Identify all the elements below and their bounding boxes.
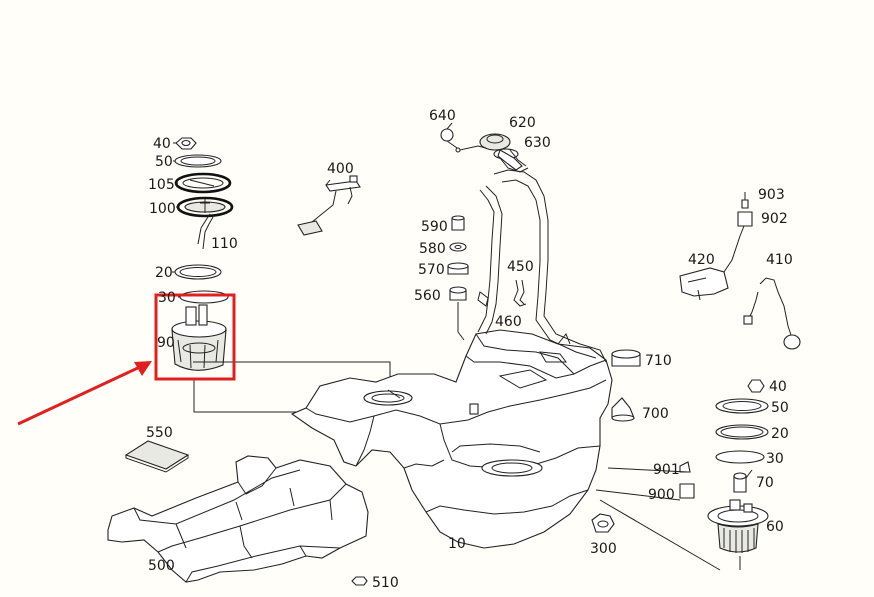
part-620-cap: [479, 133, 511, 151]
label-710: 710: [645, 353, 672, 369]
label-50-right: 50: [771, 400, 789, 416]
label-300: 300: [590, 541, 617, 557]
label-550: 550: [146, 425, 173, 441]
label-700: 700: [642, 406, 669, 422]
part-40-nut-right: [747, 379, 765, 393]
part-700-mount: [611, 397, 635, 422]
part-450-hose: [513, 279, 527, 307]
part-50-ring-right: [715, 398, 769, 414]
part-640-cap-holder: [440, 128, 487, 153]
label-510: 510: [372, 575, 399, 591]
part-40-nut: [175, 137, 197, 150]
label-901: 901: [653, 462, 680, 478]
label-90: 90: [157, 335, 175, 351]
part-70-valve: [733, 469, 753, 493]
part-10-fuel-tank: [290, 329, 613, 549]
part-filler-neck: [477, 148, 607, 363]
label-20-right: 20: [771, 426, 789, 442]
part-110-hose: [197, 213, 214, 250]
label-590: 590: [421, 219, 448, 235]
arrow-pointer-icon: [17, 361, 152, 426]
label-100: 100: [149, 201, 176, 217]
label-420: 420: [688, 252, 715, 268]
label-400: 400: [327, 161, 354, 177]
label-500: 500: [148, 558, 175, 574]
label-40: 40: [153, 136, 171, 152]
label-30-right: 30: [766, 451, 784, 467]
label-50: 50: [155, 154, 173, 170]
part-580-washer: [449, 242, 467, 252]
label-30: 30: [158, 290, 176, 306]
highlight-box: [154, 293, 236, 381]
part-30-ring-right: [715, 450, 765, 464]
label-570: 570: [418, 262, 445, 278]
label-580: 580: [419, 241, 446, 257]
label-902: 902: [761, 211, 788, 227]
part-20-gasket: [174, 264, 222, 280]
label-640: 640: [429, 108, 456, 124]
part-420-sensor: [679, 225, 745, 301]
label-630: 630: [524, 135, 551, 151]
label-60: 60: [766, 519, 784, 535]
part-901-clip: [679, 461, 691, 473]
label-20: 20: [155, 265, 173, 281]
label-450: 450: [507, 259, 534, 275]
label-900: 900: [648, 487, 675, 503]
part-500-heat-shield: [107, 455, 369, 583]
part-60-sender-unit: [707, 499, 769, 553]
part-900-connector: [679, 483, 695, 499]
part-30-ring: [179, 290, 229, 304]
label-560: 560: [414, 288, 441, 304]
label-410: 410: [766, 252, 793, 268]
part-902-connector: [737, 211, 753, 227]
part-410-sensor: [743, 277, 801, 350]
part-550-plate: [124, 440, 190, 473]
part-570-bumper: [447, 262, 469, 275]
part-590-bumper: [451, 215, 465, 231]
part-20-gasket-right: [715, 424, 769, 440]
label-105: 105: [148, 177, 175, 193]
part-300-plug: [591, 513, 615, 533]
label-10: 10: [448, 536, 466, 552]
label-903: 903: [758, 187, 785, 203]
part-903-clip: [741, 192, 749, 209]
part-560-bumper: [449, 286, 467, 301]
label-620: 620: [509, 115, 536, 131]
part-510-nut: [351, 576, 368, 586]
label-460: 460: [495, 314, 522, 330]
part-105-seal: [174, 172, 232, 194]
part-400-level-sender: [297, 175, 361, 236]
label-40-right: 40: [769, 379, 787, 395]
part-710-mount: [611, 349, 641, 367]
label-70: 70: [756, 475, 774, 491]
part-90-pump-module: [171, 304, 227, 371]
label-110: 110: [211, 236, 238, 252]
part-50-ring: [174, 154, 222, 168]
part-460-bracket: [477, 291, 489, 307]
part-100-flange: [176, 196, 234, 218]
